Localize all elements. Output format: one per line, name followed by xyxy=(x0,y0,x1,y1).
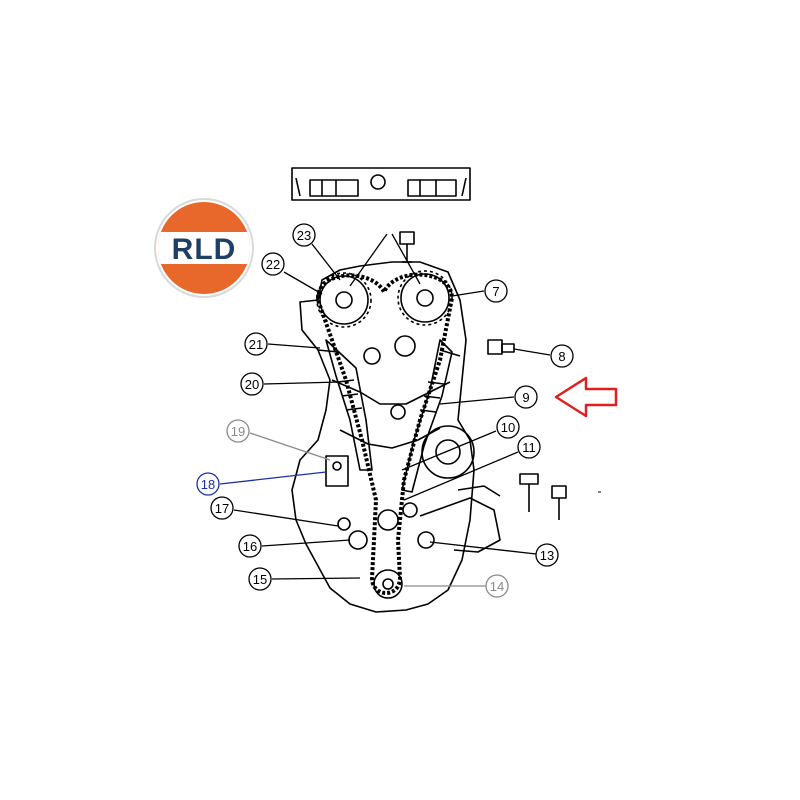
callout-16: 16 xyxy=(238,534,262,558)
callout-9: 9 xyxy=(514,385,538,409)
callout-21: 21 xyxy=(244,332,268,356)
callout-22: 22 xyxy=(261,252,285,276)
callout-label: 8 xyxy=(558,349,565,364)
callout-18: 18 xyxy=(196,472,220,496)
callout-label: 17 xyxy=(215,501,229,516)
exhaust-cam-sprocket xyxy=(397,270,453,326)
callout-label: 22 xyxy=(266,257,280,272)
rld-logo: RLD xyxy=(154,198,254,298)
callout-label: 9 xyxy=(522,390,529,405)
callout-13: 13 xyxy=(535,543,559,567)
logo-text: RLD xyxy=(172,233,237,266)
timing-cover-outline xyxy=(291,261,475,613)
chain-guide-left xyxy=(325,339,373,471)
bolt-11 xyxy=(519,473,539,512)
highlight-arrow xyxy=(554,376,618,418)
callout-label: 19 xyxy=(231,424,245,439)
callout-label: 7 xyxy=(492,284,499,299)
sensor-8 xyxy=(487,339,515,355)
callouts: 23 22 7 8 9 10 11 13 xyxy=(196,223,574,598)
callout-7: 7 xyxy=(484,279,508,303)
callout-label: 13 xyxy=(540,548,554,563)
callout-8: 8 xyxy=(550,344,574,368)
cylinder-head xyxy=(291,167,471,201)
leader-lines xyxy=(219,233,551,587)
timing-chain xyxy=(316,272,454,595)
callout-17: 17 xyxy=(210,496,234,520)
bolt-12 xyxy=(551,485,567,520)
callout-23: 23 xyxy=(292,223,316,247)
callout-19: 19 xyxy=(226,419,250,443)
chain-tensioner xyxy=(325,455,349,487)
callout-label: 15 xyxy=(253,572,267,587)
callout-label: 16 xyxy=(243,539,257,554)
callout-label: 14 xyxy=(490,579,504,594)
callout-10: 10 xyxy=(496,415,520,439)
callout-20: 20 xyxy=(240,372,264,396)
callout-14: 14 xyxy=(485,574,509,598)
callout-11: 11 xyxy=(517,435,541,459)
water-pump xyxy=(421,425,475,479)
callout-label: 10 xyxy=(501,420,515,435)
callout-label: 11 xyxy=(522,440,536,455)
callout-label: 23 xyxy=(297,228,311,243)
bolt-top xyxy=(399,231,415,263)
callout-label: 18 xyxy=(201,477,215,492)
chain-guide-right xyxy=(401,339,453,493)
intake-cam-sprocket xyxy=(316,272,372,328)
crankshaft-sprocket xyxy=(373,569,403,599)
engine-drawing xyxy=(291,167,567,613)
callout-label: 21 xyxy=(249,337,263,352)
callout-label: 20 xyxy=(245,377,259,392)
callout-15: 15 xyxy=(248,567,272,591)
